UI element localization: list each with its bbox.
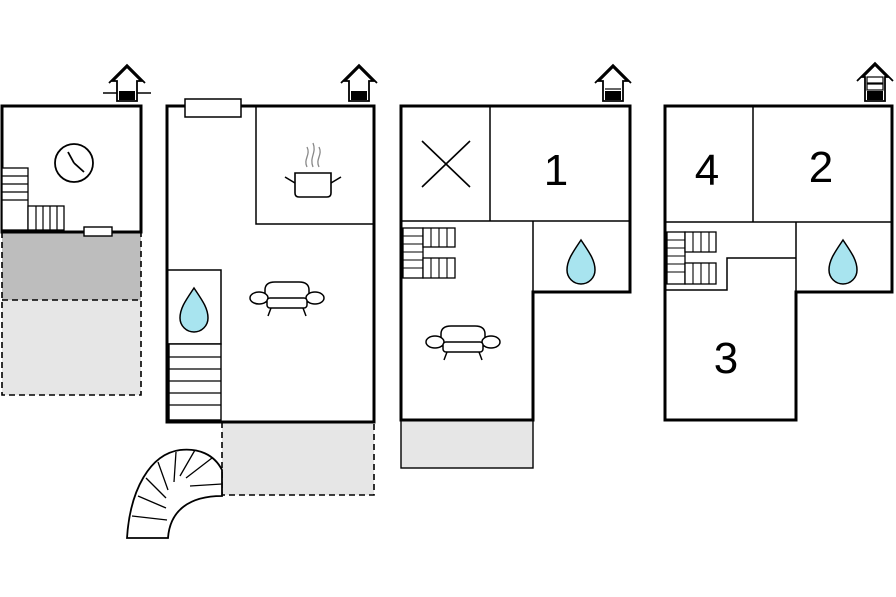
spiral-staircase-icon [126, 448, 223, 539]
kitchen [255, 105, 375, 225]
sofa-icon [425, 325, 501, 361]
cross-icon [421, 140, 471, 188]
balcony [400, 419, 534, 469]
outdoor-area-light [2, 300, 141, 395]
level-indicator-icon [340, 64, 378, 102]
door [83, 226, 113, 237]
level-indicator-icon [856, 61, 894, 102]
floor-3: 1 [399, 64, 632, 469]
outdoor-terrace [222, 422, 374, 495]
level-indicator-icon [103, 64, 151, 102]
outdoor-area-dark [2, 232, 141, 300]
room-number-3: 3 [714, 334, 738, 383]
floor-4: 4 2 3 [663, 61, 894, 422]
sofa-icon [249, 281, 325, 317]
staircase-icon [666, 231, 717, 285]
floor-1 [0, 64, 151, 396]
floor-2 [126, 64, 378, 539]
staircase-icon [402, 227, 456, 279]
room-number-2: 2 [809, 143, 833, 192]
water-drop-icon [566, 239, 596, 285]
cooking-pot-icon [284, 142, 342, 198]
clock-icon [54, 143, 94, 183]
water-drop-icon [179, 287, 209, 333]
staircase-icon [1, 167, 65, 231]
staircase-icon [168, 343, 222, 421]
room-number-1: 1 [544, 146, 568, 195]
room-number-4: 4 [695, 146, 719, 195]
window [184, 98, 242, 118]
water-drop-icon [828, 239, 858, 285]
level-indicator-icon [594, 64, 632, 102]
